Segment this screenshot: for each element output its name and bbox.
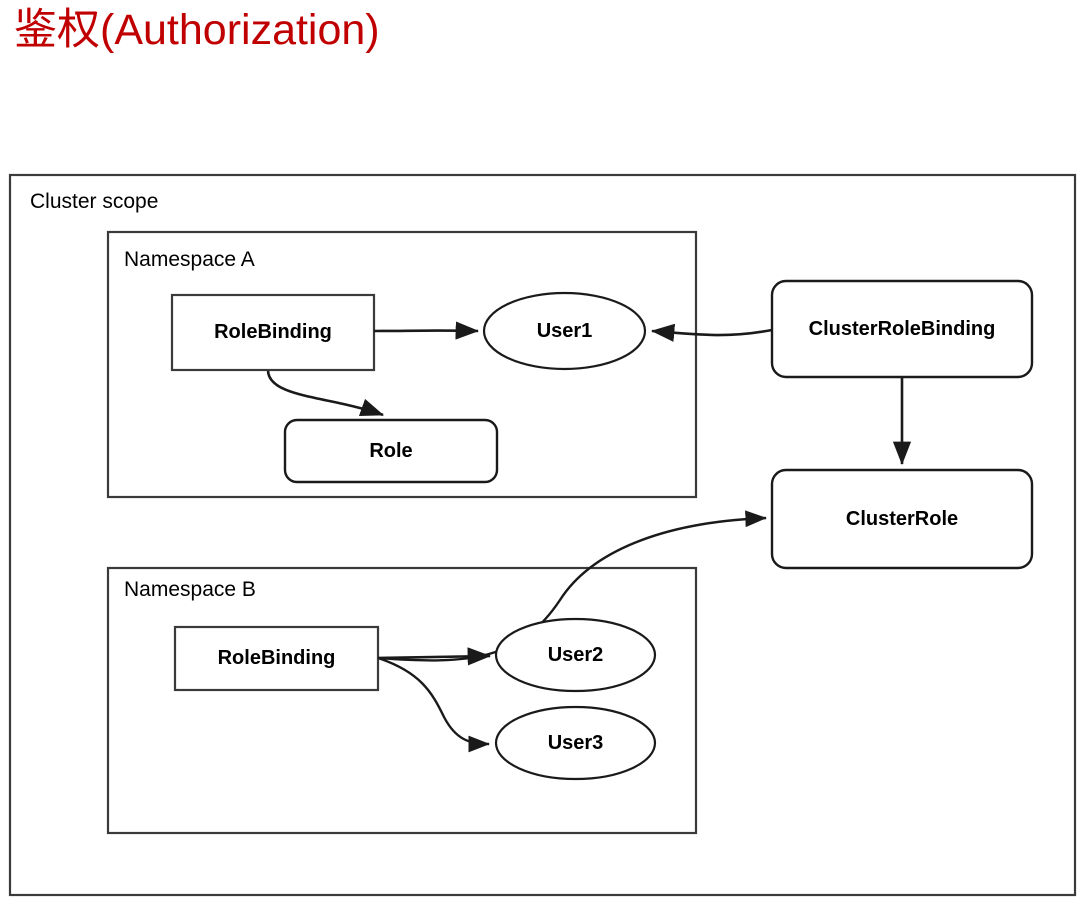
edge-rolebinding-b-to-user2 bbox=[377, 647, 492, 666]
namespace-b-label: Namespace B bbox=[124, 578, 256, 601]
edge-rolebinding-b-to-user3 bbox=[377, 656, 490, 753]
namespace-b-box bbox=[106, 566, 698, 835]
rolebinding-b-box[interactable] bbox=[173, 625, 380, 692]
clusterrolebinding-box[interactable] bbox=[770, 279, 1034, 379]
rolebinding-a-box[interactable] bbox=[170, 293, 376, 372]
edge-rolebinding-b-to-clusterrole bbox=[377, 510, 767, 662]
cluster-scope-label: Cluster scope bbox=[30, 190, 159, 213]
user3-ellipse[interactable] bbox=[494, 705, 657, 781]
user1-ellipse[interactable] bbox=[482, 291, 647, 371]
namespace-a-label: Namespace A bbox=[124, 248, 255, 271]
user2-ellipse[interactable] bbox=[494, 617, 657, 693]
edge-clusterrolebinding-to-user1 bbox=[650, 323, 773, 342]
edge-rolebinding-a-to-role bbox=[266, 369, 384, 417]
clusterrole-box[interactable] bbox=[770, 468, 1034, 570]
slide-title: 鉴权(Authorization) bbox=[14, 6, 380, 54]
role-box[interactable] bbox=[283, 418, 499, 484]
